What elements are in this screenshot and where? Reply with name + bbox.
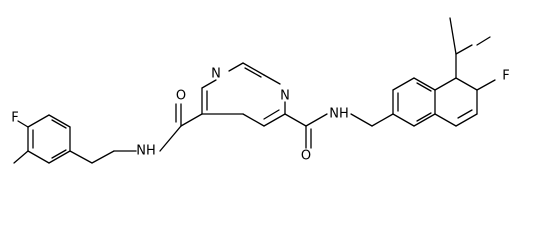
- carbonyl-oxygen-left-label: O: [176, 89, 186, 104]
- fluorine-label-right: F: [502, 69, 509, 84]
- bond: [244, 67, 262, 78]
- bond: [413, 77, 436, 91]
- bond: [392, 77, 415, 91]
- bond: [13, 150, 29, 164]
- bond: [263, 113, 286, 127]
- bond: [91, 150, 115, 164]
- bond-lines: [13, 17, 496, 164]
- carbonyl-oxygen-right-label: O: [301, 149, 311, 164]
- amide-nh-right-label: NH: [329, 107, 349, 122]
- atom-labels: F F N N O O NH NH: [11, 67, 509, 164]
- bond: [284, 113, 307, 127]
- bond: [201, 79, 217, 89]
- bond: [242, 113, 265, 127]
- bond: [305, 113, 328, 127]
- bond: [476, 36, 491, 46]
- bond: [455, 77, 478, 91]
- bond: [27, 150, 50, 164]
- bond: [457, 109, 473, 119]
- bond: [263, 74, 281, 85]
- pyrimidine-nitrogen-top-label: N: [280, 89, 290, 104]
- fluorine-label-left: F: [11, 111, 18, 126]
- bond: [51, 119, 67, 129]
- bond: [434, 77, 457, 91]
- bond: [416, 82, 432, 92]
- bond: [27, 114, 50, 128]
- bond: [17, 120, 29, 128]
- bond: [413, 113, 436, 127]
- bond: [263, 109, 280, 120]
- bond: [455, 44, 473, 55]
- bond: [449, 17, 457, 55]
- bond: [159, 125, 182, 152]
- pyrimidine-nitrogen-left-label: N: [211, 67, 221, 82]
- bond: [69, 150, 93, 164]
- bond: [371, 113, 394, 127]
- bond: [228, 62, 244, 72]
- bond: [416, 112, 432, 122]
- bond: [434, 113, 457, 127]
- bond: [392, 113, 415, 127]
- bond: [476, 79, 496, 91]
- bond: [455, 113, 478, 127]
- bond: [48, 114, 71, 128]
- molecule-structure-diagram: F F N N O O NH NH: [11, 17, 510, 164]
- bond: [51, 149, 67, 159]
- bond: [350, 113, 373, 127]
- bond: [180, 113, 203, 127]
- bond: [48, 150, 71, 164]
- amide-nh-left-label: NH: [136, 144, 156, 159]
- bond: [242, 62, 265, 76]
